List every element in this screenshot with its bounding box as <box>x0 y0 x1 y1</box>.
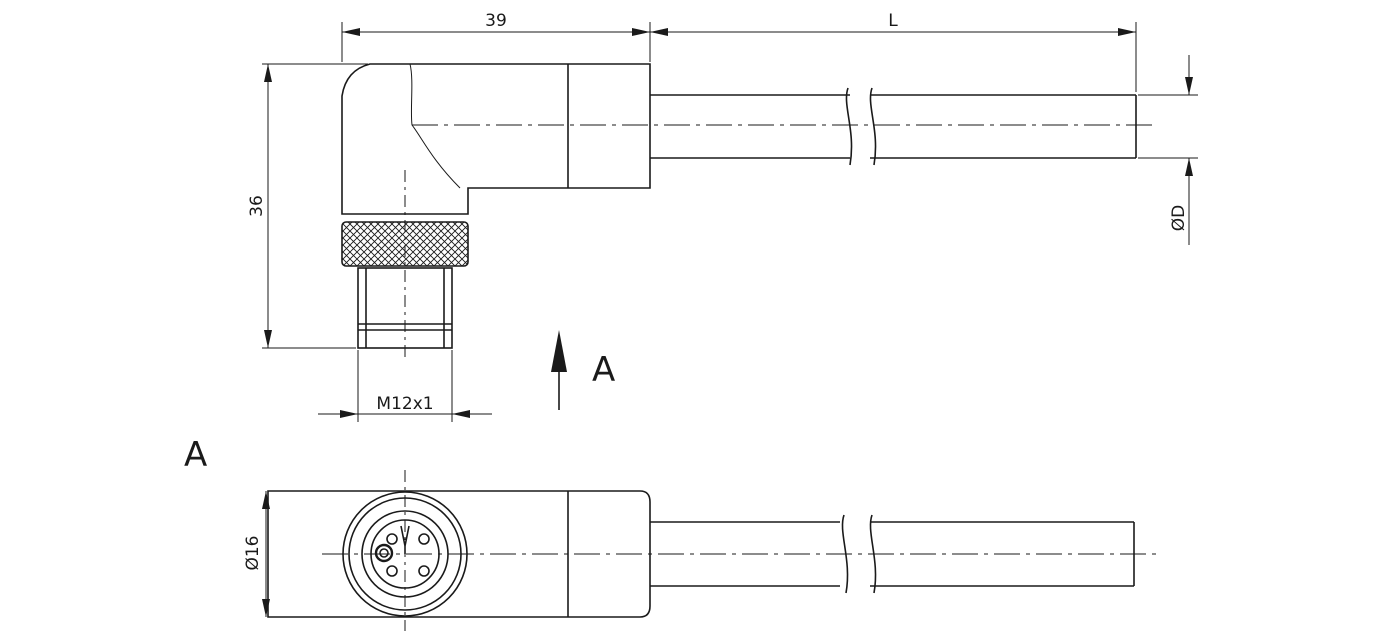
cable-bottom <box>650 514 1135 594</box>
contact-pins <box>374 533 430 577</box>
dimension-l-label: L <box>888 11 898 31</box>
view-arrow-label: A <box>592 350 615 390</box>
dimension-d: ØD <box>1138 55 1198 245</box>
dimension-d-label: ØD <box>1169 205 1189 231</box>
dimension-thread: M12x1 <box>318 350 492 422</box>
view-arrow: A <box>551 330 615 410</box>
dimension-39: 39 <box>341 11 651 62</box>
side-view: 39 L ØD 36 <box>247 11 1198 422</box>
dimension-l: L <box>650 11 1137 92</box>
dimension-36-label: 36 <box>247 195 267 217</box>
dimension-16-label: Ø16 <box>243 535 263 570</box>
dimension-39-label: 39 <box>485 11 507 31</box>
dimension-36: 36 <box>247 63 368 349</box>
dimension-16: Ø16 <box>243 491 270 617</box>
view-a-label: A <box>184 435 207 475</box>
front-view-a: A <box>184 435 1158 631</box>
dimension-thread-label: M12x1 <box>376 394 433 414</box>
cable-top <box>650 87 1137 166</box>
housing-top <box>341 63 651 215</box>
